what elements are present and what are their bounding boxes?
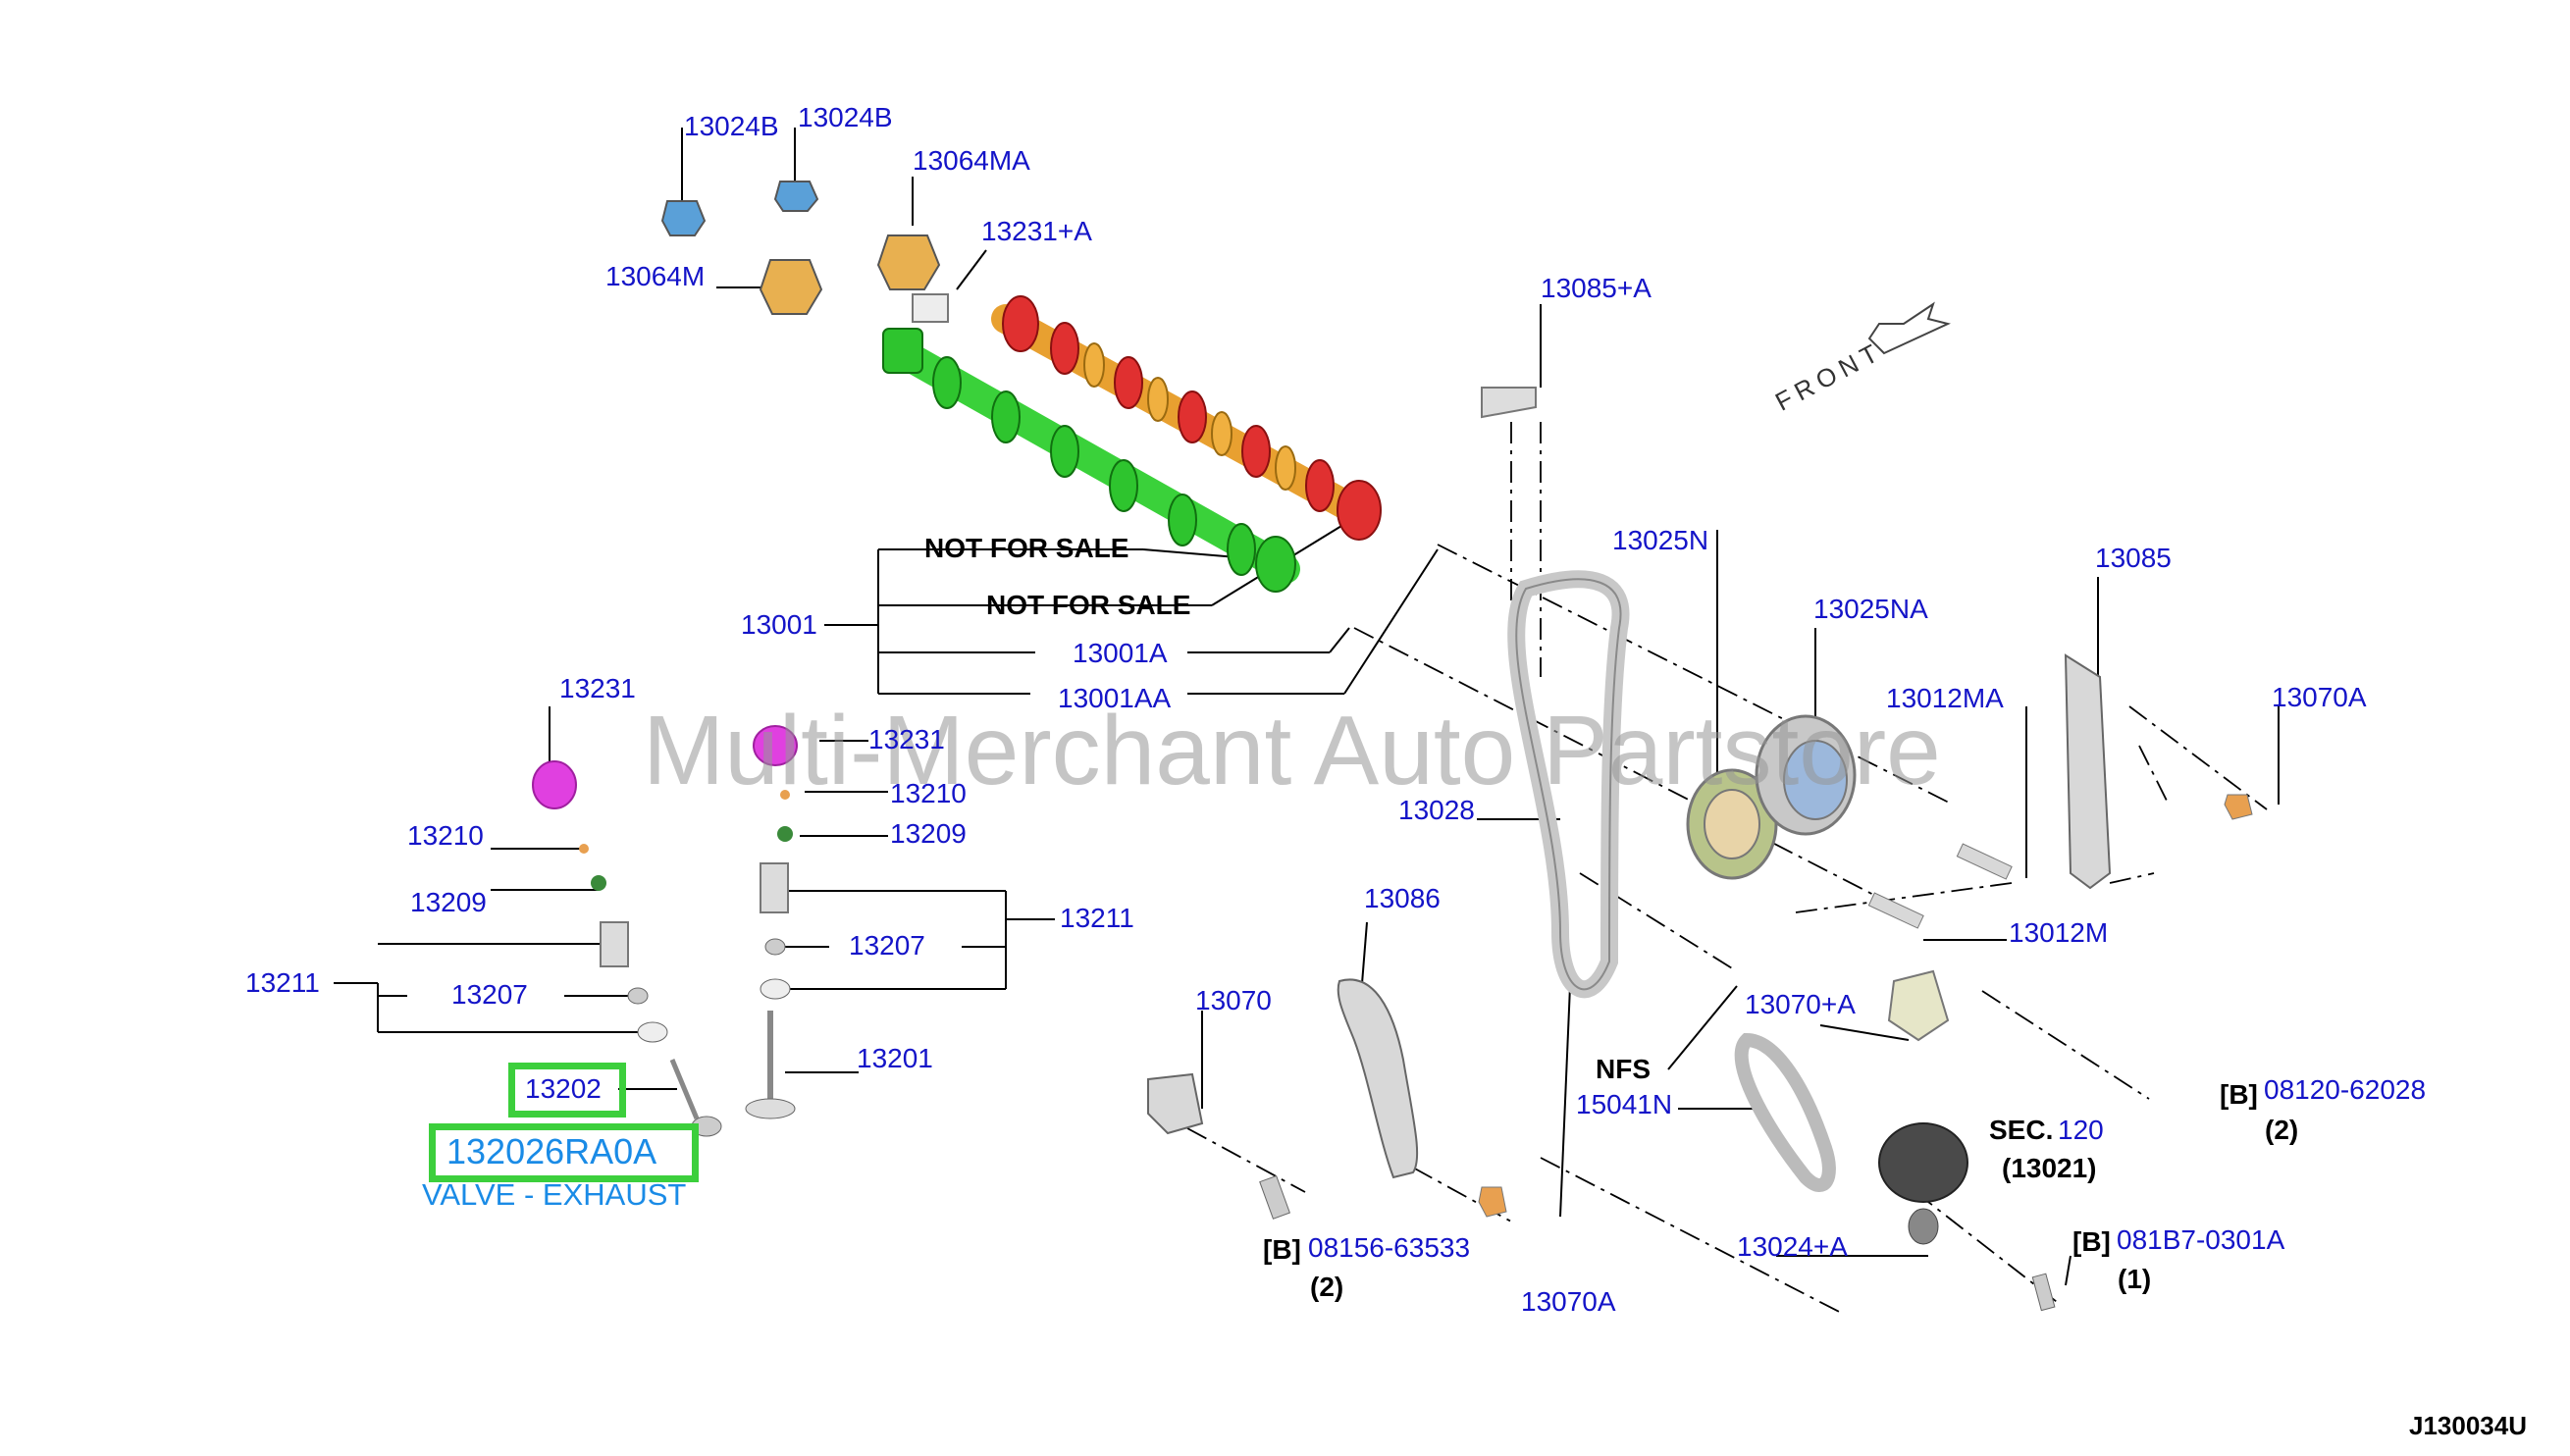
sprocket-intake-shape bbox=[1686, 768, 1778, 880]
camshaft-intake-shape bbox=[882, 328, 1300, 593]
bolt-marker-2: [B] bbox=[1263, 1234, 1301, 1265]
sec-label: SEC. bbox=[1989, 1115, 2054, 1145]
callout-08120-62028[interactable]: 08120-62028 bbox=[2264, 1074, 2427, 1105]
bolt-marker-1: [B] bbox=[2220, 1079, 2258, 1110]
callout-13064MA[interactable]: 13064MA bbox=[913, 145, 1030, 176]
watermark: Multi-Merchant Auto Partstore bbox=[643, 696, 1941, 806]
lifter-right-shape bbox=[753, 725, 798, 766]
callout-13211-right[interactable]: 13211 bbox=[1060, 903, 1134, 933]
callout-13070A-right[interactable]: 13070A bbox=[2272, 682, 2367, 712]
bolt-marker-3: [B] bbox=[2072, 1226, 2111, 1257]
callout-13001[interactable]: 13001 bbox=[741, 609, 817, 640]
sec-number[interactable]: 120 bbox=[2058, 1115, 2104, 1145]
callout-13070A-bottom[interactable]: 13070A bbox=[1521, 1286, 1616, 1317]
callout-13028[interactable]: 13028 bbox=[1398, 795, 1475, 825]
callout-13025N[interactable]: 13025N bbox=[1612, 525, 1709, 555]
callout-13085[interactable]: 13085 bbox=[2095, 543, 2172, 573]
callout-15041N[interactable]: 15041N bbox=[1576, 1089, 1673, 1119]
callout-13070A-plus[interactable]: 13070+A bbox=[1745, 989, 1856, 1019]
callout-13202[interactable]: 13202 bbox=[525, 1073, 602, 1104]
qty-2-a: (2) bbox=[2265, 1115, 2299, 1145]
callout-13085A[interactable]: 13085+A bbox=[1541, 273, 1652, 303]
nfs-label: NFS bbox=[1596, 1054, 1651, 1084]
highlight-ref-box[interactable] bbox=[508, 1063, 626, 1118]
callout-13024B-left[interactable]: 13024B bbox=[684, 111, 779, 141]
callout-13001A[interactable]: 13001A bbox=[1073, 638, 1168, 668]
callout-13210-left[interactable]: 13210 bbox=[407, 820, 484, 851]
diagram-id: J130034U bbox=[2409, 1411, 2527, 1440]
callout-13207-right[interactable]: 13207 bbox=[849, 930, 925, 961]
part-description: VALVE - EXHAUST bbox=[422, 1177, 687, 1212]
callout-13070[interactable]: 13070 bbox=[1195, 985, 1272, 1015]
callout-13209-right[interactable]: 13209 bbox=[890, 818, 967, 849]
callout-081B7-0301A[interactable]: 081B7-0301A bbox=[2117, 1224, 2285, 1255]
callout-13001AA[interactable]: 13001AA bbox=[1058, 683, 1172, 713]
callout-13024B-right[interactable]: 13024B bbox=[798, 102, 893, 132]
camshaft-exhaust-shape bbox=[991, 295, 1382, 541]
callout-13012MA[interactable]: 13012MA bbox=[1886, 683, 2004, 713]
qty-2-b: (2) bbox=[1310, 1272, 1344, 1302]
part-number[interactable]: 132026RA0A bbox=[446, 1131, 657, 1171]
callout-13024A[interactable]: 13024+A bbox=[1737, 1231, 1848, 1262]
qty-1: (1) bbox=[2118, 1264, 2152, 1294]
callout-13231A[interactable]: 13231+A bbox=[981, 216, 1092, 246]
callout-13209-left[interactable]: 13209 bbox=[410, 887, 487, 917]
highlight-part-box[interactable] bbox=[429, 1123, 699, 1182]
callout-13025NA[interactable]: 13025NA bbox=[1813, 594, 1928, 624]
callout-13021: (13021) bbox=[2002, 1153, 2097, 1183]
callout-13211-left[interactable]: 13211 bbox=[245, 967, 320, 998]
sprocket-exhaust-shape bbox=[1755, 714, 1857, 836]
callout-13012M[interactable]: 13012M bbox=[2009, 917, 2109, 948]
callout-08156-63533[interactable]: 08156-63533 bbox=[1308, 1232, 1471, 1263]
lifter-left-shape bbox=[532, 760, 577, 809]
callout-13201[interactable]: 13201 bbox=[857, 1043, 933, 1073]
callout-13231-right[interactable]: 13231 bbox=[868, 724, 945, 754]
callout-13231-left[interactable]: 13231 bbox=[559, 673, 636, 703]
callout-13210-right[interactable]: 13210 bbox=[890, 778, 967, 808]
callout-13064M[interactable]: 13064M bbox=[605, 261, 706, 291]
not-for-sale-1: NOT FOR SALE bbox=[924, 533, 1129, 563]
callout-13086[interactable]: 13086 bbox=[1364, 883, 1441, 913]
not-for-sale-2: NOT FOR SALE bbox=[986, 590, 1191, 620]
callout-13207-left[interactable]: 13207 bbox=[451, 979, 528, 1010]
